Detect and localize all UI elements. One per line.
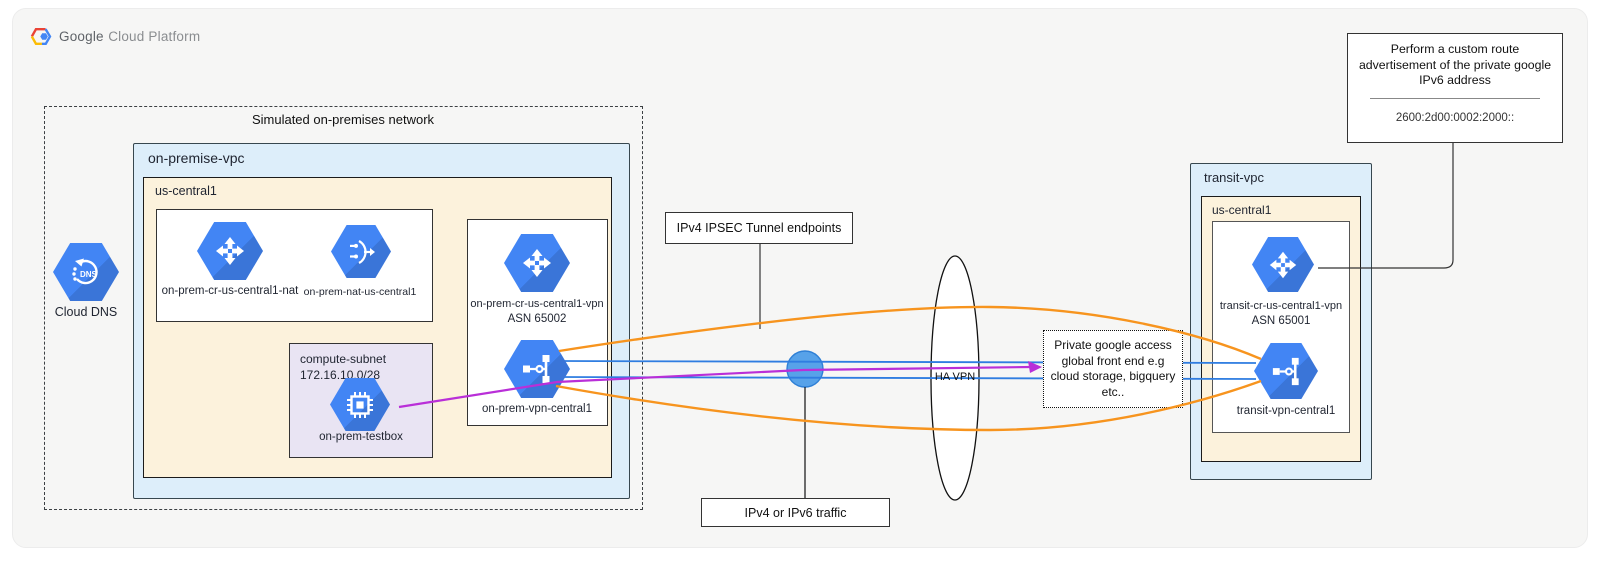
gcp-hexagon-logo-icon <box>30 27 52 46</box>
cloud-router-icon <box>523 249 551 277</box>
ipsec-endpoints-callout: IPv4 IPSEC Tunnel endpoints <box>665 212 853 244</box>
onprem-testbox-label: on-prem-testbox <box>319 431 403 443</box>
compute-engine-icon <box>347 391 373 418</box>
transit-vpn-gateway-label: transit-vpn-central1 <box>1236 405 1336 417</box>
note-line-3: IPv6 address <box>1419 73 1491 87</box>
transit-region-title: us-central1 <box>1212 203 1272 217</box>
gcp-logo: Google Cloud Platform <box>30 27 200 46</box>
note-ipv6-address: 2600:2d00:0002:2000:: <box>1395 111 1515 124</box>
note-divider <box>1370 97 1540 99</box>
simulated-onprem-network-title: Simulated on-premises network <box>251 112 435 127</box>
cloud-vpn-icon <box>523 355 550 383</box>
cloud-router-icon <box>1269 251 1297 278</box>
traffic-junction-circle <box>786 350 824 388</box>
transit-router-asn: ASN 65001 <box>1251 315 1311 327</box>
ipsec-endpoints-text: IPv4 IPSEC Tunnel endpoints <box>676 221 842 235</box>
onprem-cloud-router-nat-label: on-prem-cr-us-central1-nat <box>161 285 299 297</box>
ha-vpn-label: HA VPN <box>934 371 976 383</box>
transit-vpc-title: transit-vpc <box>1204 170 1264 185</box>
pga-line-2: global front end e.g <box>1061 353 1165 368</box>
cloud-dns-icon: DNS <box>72 258 98 285</box>
onprem-region-title: us-central1 <box>155 184 217 198</box>
logo-text-cloud-platform: Cloud Platform <box>108 28 201 44</box>
transit-router-label: transit-cr-us-central1-vpn <box>1219 300 1343 312</box>
note-connector-line <box>1318 143 1454 269</box>
onprem-cloud-nat-label: on-prem-nat-us-central1 <box>303 286 417 298</box>
traffic-text: IPv4 or IPv6 traffic <box>744 505 847 520</box>
logo-text-google: Google <box>59 28 104 44</box>
cloud-router-icon <box>216 237 244 265</box>
cloud-vpn-icon <box>1272 357 1299 385</box>
cloud-dns-label: Cloud DNS <box>54 305 118 319</box>
onprem-vpc-title: on-premise-vpc <box>148 150 245 166</box>
pga-line-1: Private google access <box>1054 338 1172 352</box>
onprem-vpn-router-asn: ASN 65002 <box>507 313 567 325</box>
pga-line-3: cloud storage, bigquery <box>1050 369 1176 383</box>
private-google-access-box: Private google access global front end e… <box>1043 330 1183 408</box>
svg-text:DNS: DNS <box>80 270 98 279</box>
cloud-nat-icon <box>350 239 375 264</box>
note-line-2: advertisement of the private google <box>1358 57 1552 72</box>
traffic-callout: IPv4 or IPv6 traffic <box>701 498 890 527</box>
onprem-vpn-gateway-label: on-prem-vpn-central1 <box>482 403 592 415</box>
onprem-vpn-router-label: on-prem-cr-us-central1-vpn <box>470 298 604 310</box>
note-line-1: Perform a custom route <box>1390 42 1520 56</box>
custom-route-note-box: Perform a custom route advertisement of … <box>1347 33 1563 143</box>
pga-line-4: etc.. <box>1101 384 1125 399</box>
nat-group-box <box>156 209 433 322</box>
